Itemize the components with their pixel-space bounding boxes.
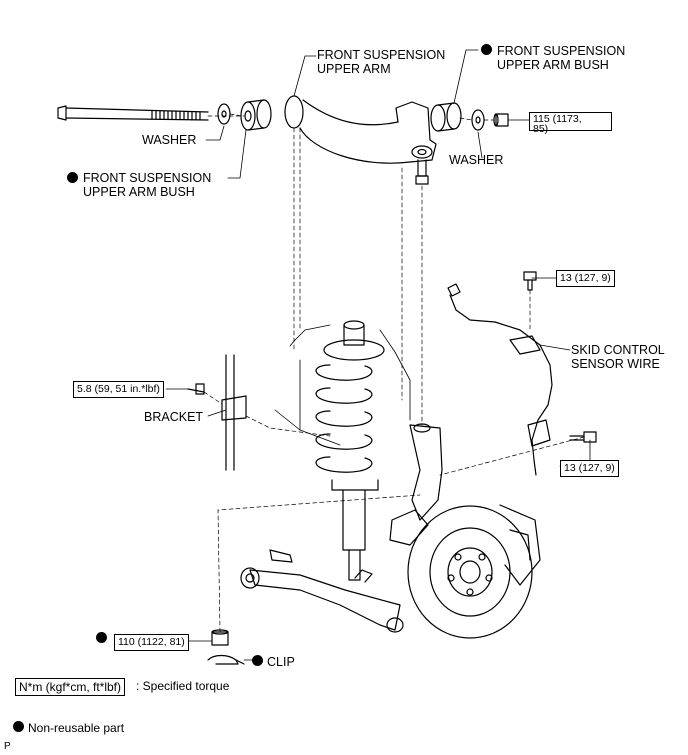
label-clip: CLIP <box>267 655 295 669</box>
left-washer <box>217 103 231 125</box>
steering-knuckle <box>389 423 443 546</box>
brake-hose-bracket <box>187 354 247 471</box>
left-upper-arm-bush <box>240 99 272 131</box>
cotter-pin-clip <box>207 654 245 665</box>
torque-box-sensor-bolt-top: 13 (127, 9) <box>556 270 615 287</box>
label-upper-arm-bush-top: FRONT SUSPENSION UPPER ARM BUSH <box>497 44 626 72</box>
right-washer-nut <box>471 109 509 131</box>
lower-arm <box>240 549 404 633</box>
torque-box-sensor-bolt-lower: 13 (127, 9) <box>560 460 619 477</box>
frame-structure <box>274 324 411 446</box>
legend-nonreusable-text: Non-reusable part <box>28 721 125 735</box>
label-skid-sensor: SKID CONTROL SENSOR WIRE <box>571 343 665 371</box>
corner-code: P <box>4 741 11 752</box>
label-upper-arm-bush-left: FRONT SUSPENSION UPPER ARM BUSH <box>83 171 212 199</box>
strut-assembly <box>315 320 385 581</box>
sensor-bolt-lower <box>569 431 597 443</box>
torque-box-ball-joint-nut: 110 (1122, 81) <box>114 634 189 651</box>
upper-arm-shape <box>284 95 437 185</box>
label-upper-arm: FRONT SUSPENSION UPPER ARM <box>317 48 446 76</box>
torque-box-bracket-bolt: 5.8 (59, 51 in.*lbf) <box>73 381 164 398</box>
legend-torque-unit: N*m (kgf*cm, ft*lbf) <box>15 678 126 696</box>
legend-nonreusable-marker <box>13 721 24 732</box>
label-washer-right: WASHER <box>449 153 504 167</box>
label-washer-left: WASHER <box>142 133 197 147</box>
skid-sensor-wire <box>447 283 553 476</box>
long-bolt <box>57 105 209 121</box>
nonreusable-marker-top <box>481 44 492 55</box>
nonreusable-marker-clip <box>252 655 263 666</box>
nonreusable-marker-left <box>67 172 78 183</box>
leader-lines <box>165 49 591 661</box>
nonreusable-marker-nut <box>96 632 107 643</box>
legend-torque-text: : Specified torque <box>136 679 230 693</box>
right-upper-arm-bush <box>430 102 462 132</box>
sensor-bolt-top <box>523 271 537 291</box>
brake-rotor <box>407 504 541 639</box>
alignment-lines <box>203 113 585 633</box>
torque-box-upper-arm-nut: 115 (1173, 85) <box>529 112 612 134</box>
label-bracket: BRACKET <box>144 410 204 424</box>
